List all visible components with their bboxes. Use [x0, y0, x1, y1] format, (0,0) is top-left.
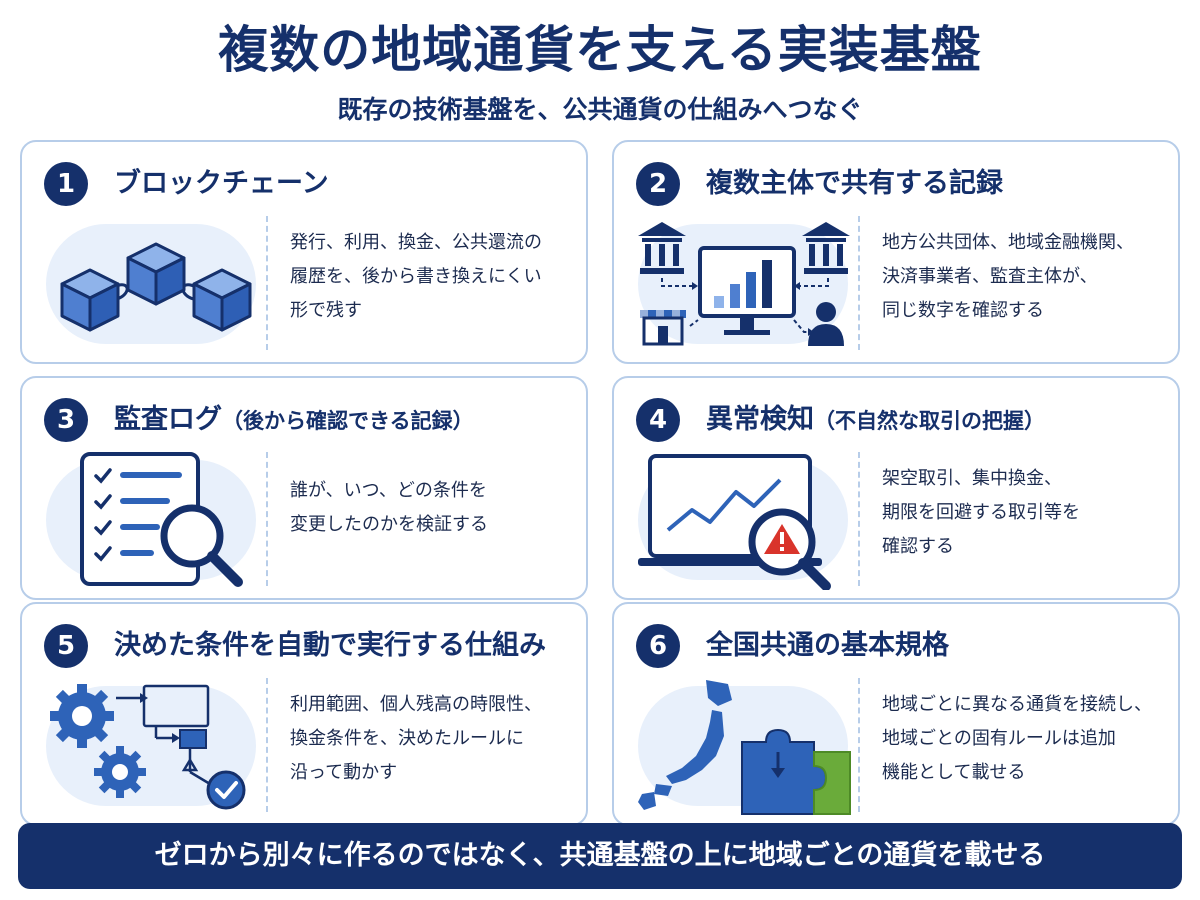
card-number: 5 [44, 624, 88, 668]
card-number: 4 [636, 398, 680, 442]
divider [266, 216, 268, 350]
card-number: 2 [636, 162, 680, 206]
gears-flow-icon [50, 684, 246, 810]
divider [266, 678, 268, 812]
card-heading: 監査ログ（後から確認できる記録） [114, 404, 474, 435]
card-heading: ブロックチェーン [114, 168, 329, 199]
card-anomaly-detection: 4 異常検知（不自然な取引の把握） 架空取引、集中換金、期限を回避する取引等を確… [612, 376, 1180, 600]
card-heading: 複数主体で共有する記録 [706, 168, 1003, 199]
card-heading: 決めた条件を自動で実行する仕組み [114, 630, 546, 661]
card-number: 1 [44, 162, 88, 206]
card-description: 地域ごとに異なる通貨を接続し、地域ごとの固有ルールは追加機能として載せる [882, 694, 1152, 783]
card-number: 3 [44, 398, 88, 442]
card-heading: 異常検知（不自然な取引の把握） [706, 404, 1045, 435]
card-audit-log: 3 監査ログ（後から確認できる記録） 誰が、いつ、どの条件を変更したのかを検証す… [20, 376, 588, 600]
card-description: 地方公共団体、地域金融機関、決済事業者、監査主体が、同じ数字を確認する [882, 232, 1134, 321]
divider [858, 678, 860, 812]
summary-banner: ゼロから別々に作るのではなく、共通基盤の上に地域ごとの通貨を載せる [18, 823, 1182, 889]
audit-checklist-magnifier-icon [80, 452, 243, 587]
card-description: 誰が、いつ、どの条件を変更したのかを検証する [290, 480, 488, 535]
shared-ledger-icon [638, 222, 850, 346]
card-heading: 全国共通の基本規格 [706, 630, 949, 661]
card-shared-record: 2 複数主体で共有する記録 [612, 140, 1180, 364]
card-number: 6 [636, 624, 680, 668]
page-title: 複数の地域通貨を支える実装基盤 [218, 21, 982, 79]
card-description: 架空取引、集中換金、期限を回避する取引等を確認する [882, 468, 1080, 557]
divider [858, 452, 860, 586]
page-subtitle: 既存の技術基盤を、公共通貨の仕組みへつなぐ [337, 95, 863, 124]
divider [266, 452, 268, 586]
card-description: 発行、利用、換金、公共還流の履歴を、後から書き換えにくい形で残す [290, 232, 542, 321]
card-national-standard: 6 全国共通の基本規格 地域ごとに異なる通貨を接続し、地域ごとの固有ルールは追加… [612, 602, 1180, 826]
japan-puzzle-icon [638, 680, 851, 815]
card-auto-execution: 5 決めた条件を自動で実行する仕組み [20, 602, 588, 826]
anomaly-alert-icon [638, 454, 831, 590]
blockchain-cubes-icon [60, 242, 252, 332]
card-description: 利用範囲、個人残高の時限性、換金条件を、決めたルールに沿って動かす [290, 694, 542, 783]
divider [858, 216, 860, 350]
card-blockchain: 1 ブロックチェーン 発行、利用、換金、公共還流の履歴を、後から書き換えにくい形… [20, 140, 588, 364]
